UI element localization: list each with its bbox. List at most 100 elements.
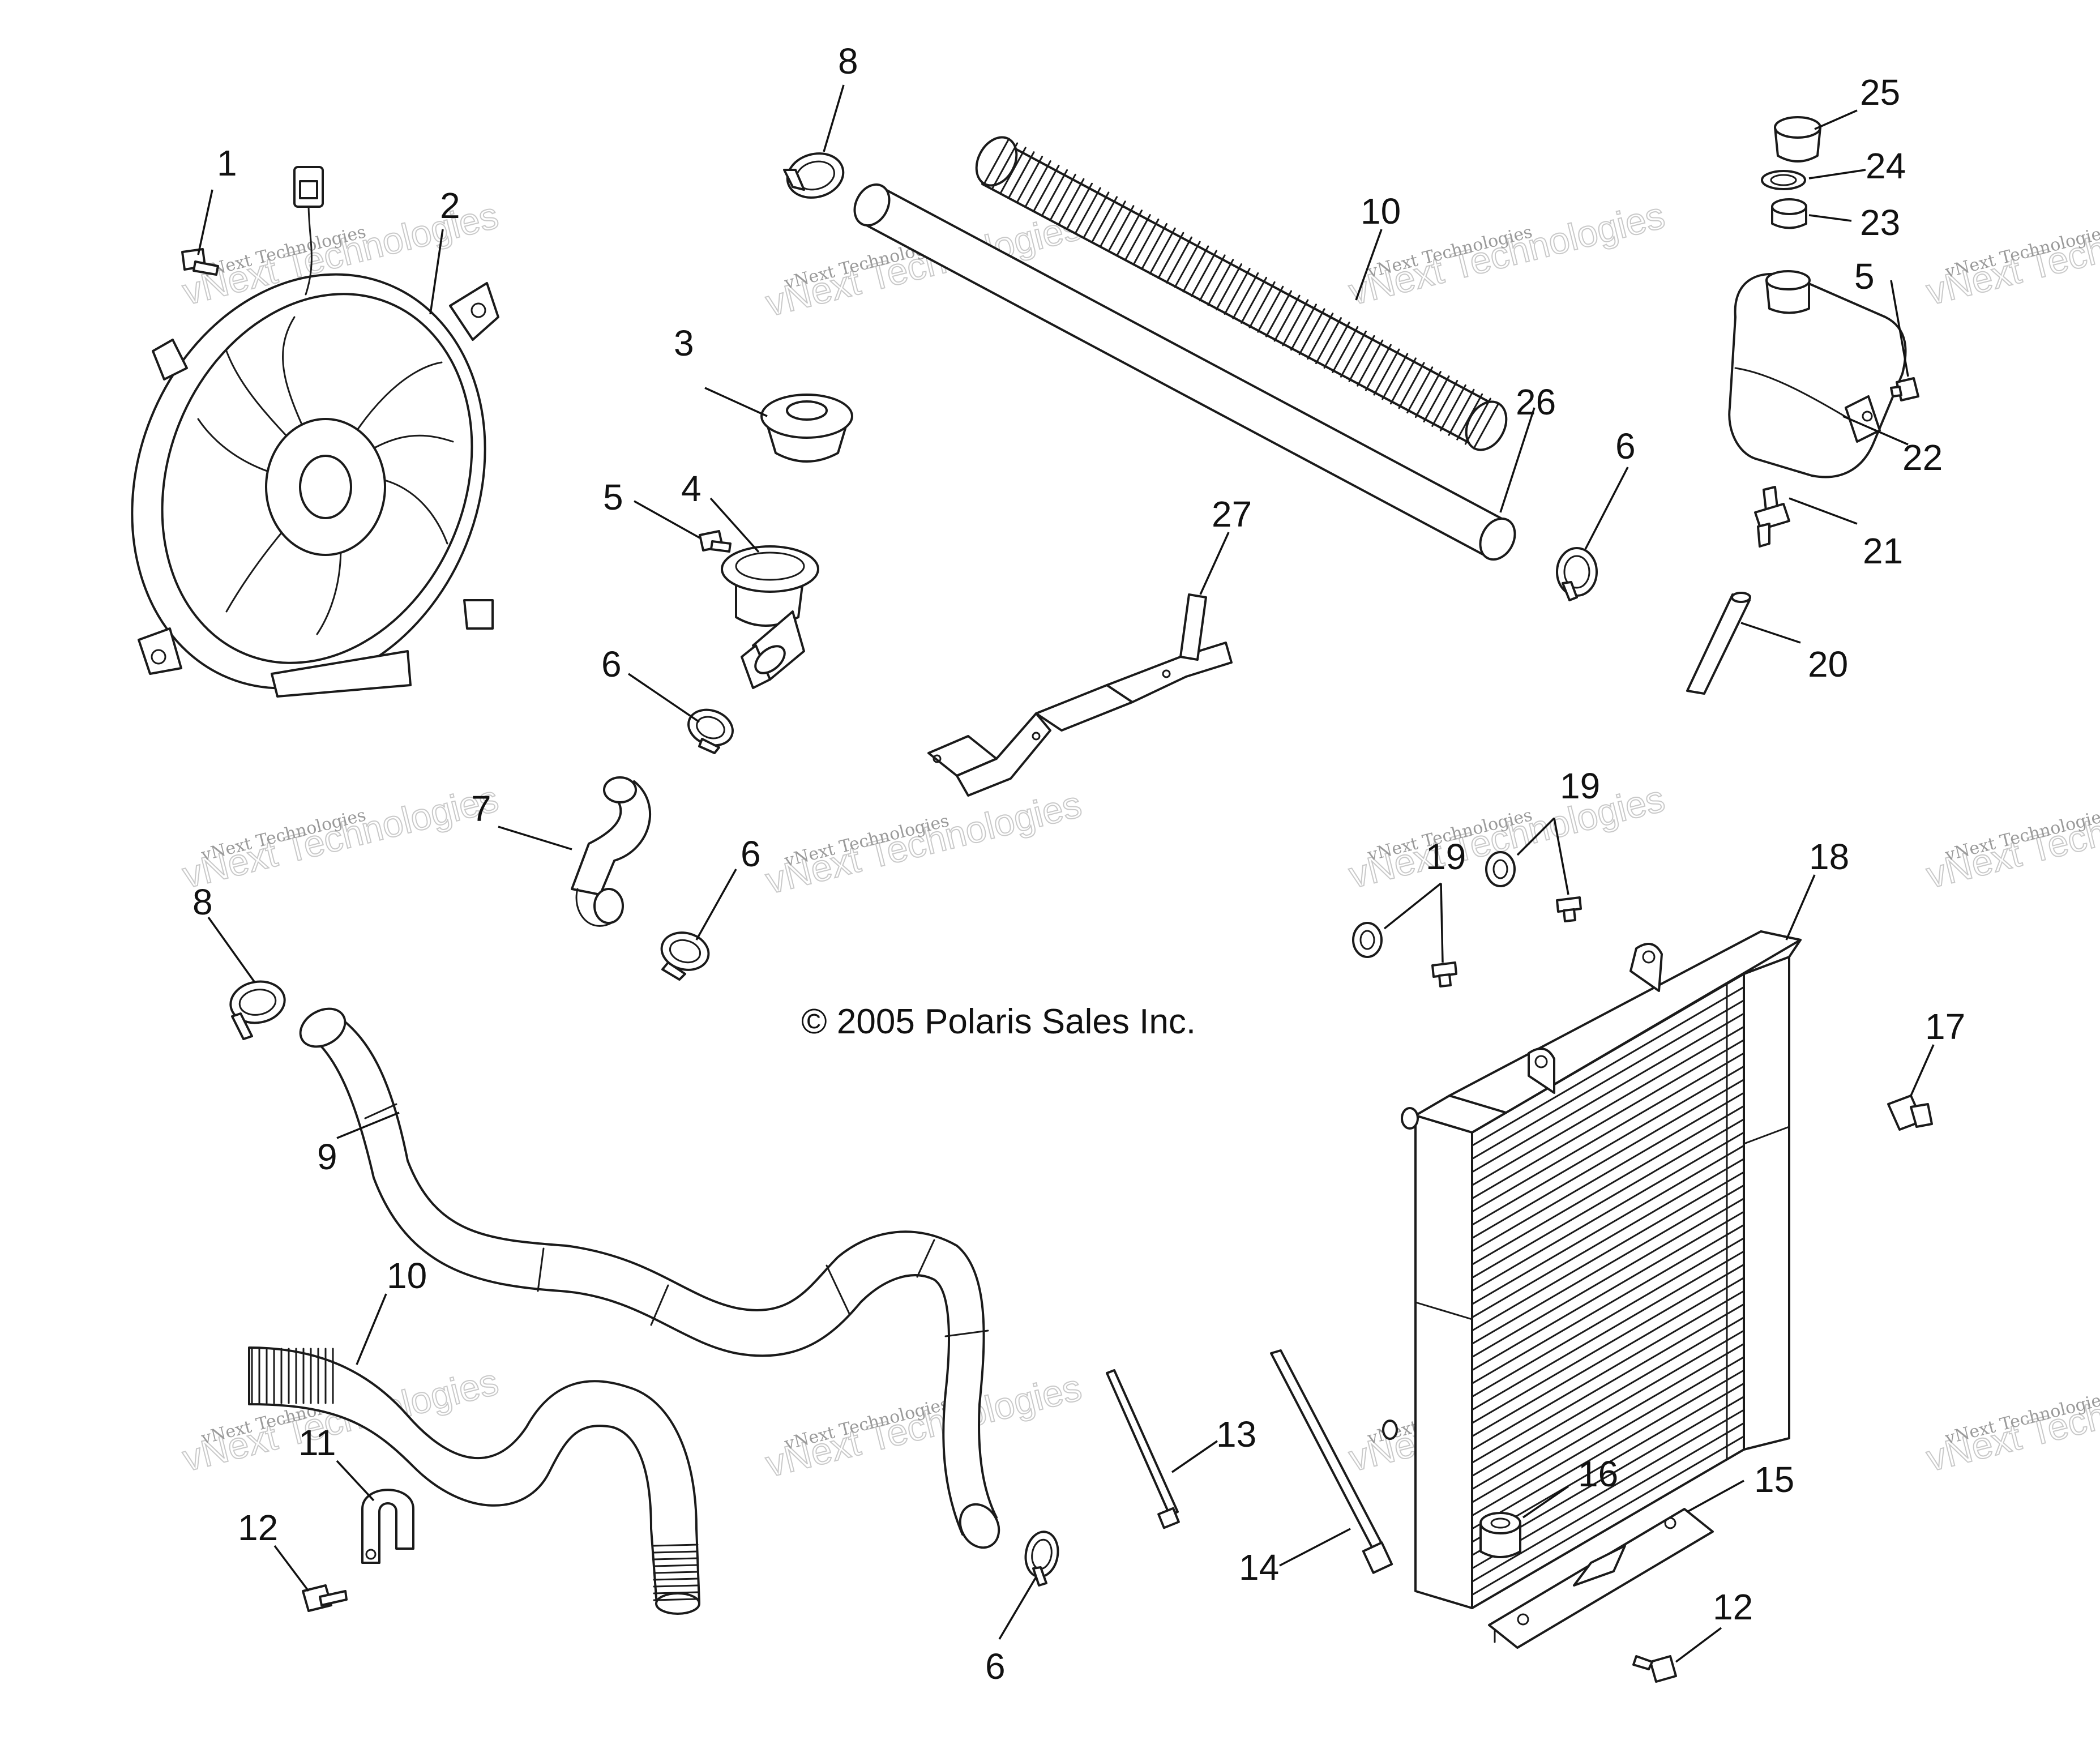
rib-line [1471, 1369, 1745, 1530]
lower-bracket-plate[interactable] [1488, 1508, 1714, 1649]
hose-clamp-6c[interactable] [1556, 547, 1598, 601]
callout-26: 26 [1516, 382, 1556, 422]
callout-16: 16 [1578, 1453, 1618, 1494]
rib-line [653, 1571, 699, 1574]
rib-line [1471, 1211, 1745, 1371]
rib-line [1191, 250, 1218, 297]
rib-line [1406, 366, 1434, 414]
rib-line [1471, 1356, 1745, 1517]
hose-clamp-8b[interactable] [227, 977, 288, 1040]
rib-line [653, 1584, 699, 1588]
callout-3: 3 [674, 323, 694, 364]
callout-9: 9 [317, 1136, 337, 1177]
callout-24: 24 [1866, 146, 1906, 186]
bushing[interactable] [1479, 1512, 1521, 1558]
rib-line [1471, 1290, 1745, 1451]
rib-line [991, 142, 1019, 190]
rib-line [1016, 156, 1043, 203]
rib-line [1083, 191, 1110, 239]
rib-line [1166, 236, 1193, 284]
rib-line [1332, 326, 1359, 373]
hose-clamp-6b[interactable] [657, 927, 713, 981]
screw-right[interactable] [1890, 377, 1919, 401]
rib-line [1471, 1131, 1745, 1292]
vent-hose[interactable] [1686, 592, 1751, 695]
washer[interactable] [1761, 170, 1806, 190]
rib-line [1290, 303, 1317, 351]
rib-line [1471, 1092, 1745, 1252]
rib-line [1298, 308, 1325, 356]
callout-5-right: 5 [1854, 256, 1875, 297]
corrugated-hose-bottom[interactable] [248, 1346, 700, 1615]
rib-line [653, 1564, 699, 1567]
rib-line [1132, 218, 1160, 266]
rib-line [1471, 1250, 1745, 1411]
seal[interactable] [1771, 198, 1807, 229]
rod-13[interactable] [1106, 1369, 1180, 1529]
watermark-text-outline: vNext Technologies [178, 777, 502, 896]
rib-line [1216, 263, 1243, 311]
hose-clamp-6a[interactable] [683, 704, 738, 754]
reservoir-cap[interactable] [1774, 116, 1821, 163]
rib-line [1471, 1277, 1745, 1438]
p-clamp[interactable] [361, 1489, 414, 1564]
callout-18: 18 [1809, 836, 1849, 877]
callout-10-top: 10 [1361, 191, 1401, 232]
bolt-12a[interactable] [302, 1584, 348, 1612]
rib-line [1471, 1039, 1745, 1200]
callout-8-left: 8 [193, 882, 213, 922]
radiator-cap[interactable] [760, 394, 853, 463]
bolt-17[interactable] [1887, 1095, 1933, 1131]
callout-14: 14 [1239, 1547, 1279, 1588]
watermark-6: vNext Technologies vNext Technologies [761, 782, 1086, 902]
rib-line [1174, 241, 1201, 288]
rib-line [1471, 1303, 1745, 1464]
rib-line [1471, 1105, 1745, 1266]
rib-line [1456, 393, 1483, 441]
hose-fitting[interactable] [1754, 486, 1790, 548]
rib-line [1099, 200, 1126, 248]
leader-lines [197, 84, 1935, 1663]
hose-clamp-top[interactable] [782, 147, 848, 203]
filler-neck[interactable] [721, 545, 819, 689]
rib-line [1273, 294, 1301, 342]
bolt-12b[interactable] [1632, 1655, 1677, 1683]
callout-15: 15 [1754, 1459, 1794, 1500]
long-hose[interactable] [294, 1001, 1007, 1555]
rib-line [1265, 290, 1292, 337]
fan-assembly[interactable] [71, 166, 545, 742]
rib-line [1282, 299, 1309, 347]
rib-line [1414, 371, 1442, 418]
hose-clamp-6d[interactable] [1022, 1529, 1061, 1587]
rib-line [1107, 205, 1135, 253]
watermark-5: vNext Technologies vNext Technologies [178, 776, 503, 896]
rib-line [1340, 330, 1367, 378]
rib-line [1471, 1343, 1745, 1503]
coolant-reservoir[interactable] [1728, 270, 1907, 478]
rib-line [653, 1550, 699, 1554]
callout-17: 17 [1925, 1006, 1965, 1047]
rib-line [983, 138, 1010, 185]
rib-line [1471, 1065, 1745, 1226]
rib-line [1471, 1158, 1745, 1319]
straight-tube[interactable] [848, 178, 1521, 565]
grommet-19a[interactable] [1485, 851, 1582, 922]
callout-19-lower: 19 [1426, 836, 1466, 877]
rib-line [1124, 214, 1151, 262]
rib-line [1471, 1079, 1745, 1239]
rib-line [1389, 357, 1417, 405]
mounting-bracket[interactable] [927, 593, 1233, 797]
rib-line [1199, 254, 1226, 302]
short-hose[interactable] [571, 776, 651, 927]
rib-line [1471, 1237, 1745, 1398]
screw-mid[interactable] [699, 530, 732, 553]
rib-line [1439, 384, 1466, 431]
callout-8-top: 8 [838, 41, 858, 82]
radiator[interactable] [1382, 930, 1802, 1609]
rib-line [1471, 1198, 1745, 1358]
rod-14[interactable] [1270, 1349, 1393, 1574]
callout-6-a: 6 [601, 644, 622, 685]
rib-line [653, 1544, 699, 1547]
grommet-19b[interactable] [1352, 922, 1457, 987]
corrugated-hose-top[interactable] [969, 130, 1515, 457]
